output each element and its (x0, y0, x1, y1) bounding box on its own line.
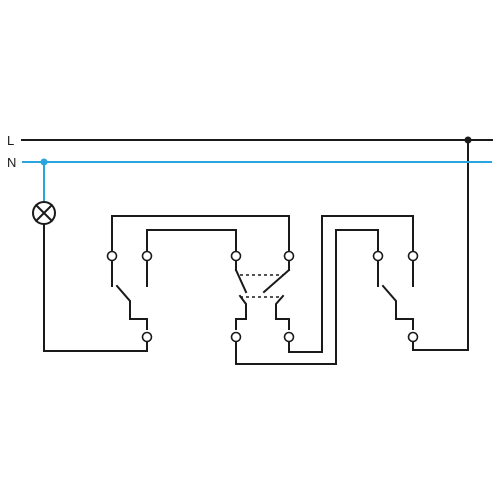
neutral-label: N (7, 155, 16, 170)
live-label: L (7, 133, 14, 148)
switch-terminal (409, 252, 418, 261)
intermediate-switch (232, 252, 294, 342)
two-way-switch-left (108, 252, 152, 342)
switch-terminal (108, 252, 117, 261)
lamp-icon (33, 202, 55, 224)
switch-terminal (143, 333, 152, 342)
traveller-wire-outer-left (112, 216, 289, 251)
live-feed-wire (413, 140, 468, 350)
switch-terminal (285, 252, 294, 261)
switch-terminal (374, 252, 383, 261)
traveller-wire-inner-right (236, 230, 378, 364)
lamp-switch-wire (44, 224, 147, 351)
switch-terminal (232, 252, 241, 261)
traveller-wire-outer-right (289, 216, 413, 352)
switch-terminal (143, 252, 152, 261)
switch-terminal (232, 333, 241, 342)
switch-terminal (409, 333, 418, 342)
two-way-switch-right (374, 252, 418, 342)
switch-terminal (285, 333, 294, 342)
traveller-wire-inner-left (147, 230, 236, 251)
